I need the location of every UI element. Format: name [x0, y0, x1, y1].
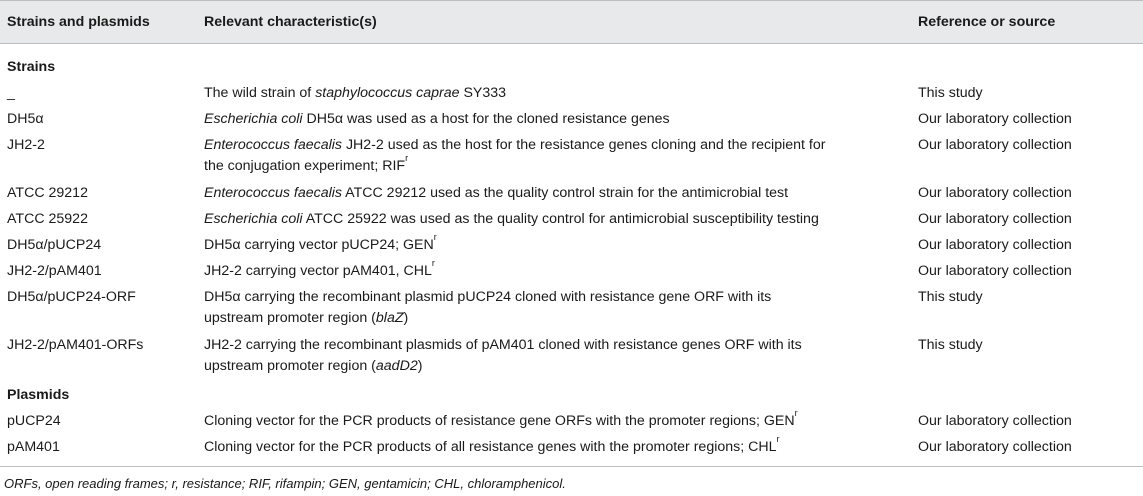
row-name: _ [7, 85, 15, 101]
row-description: Enterococcus faecalis JH2-2 used as the … [204, 137, 826, 153]
row-description: Cloning vector for the PCR products of a… [204, 434, 780, 456]
row-description: JH2-2 carrying vector pAM401, CHLr [204, 258, 435, 280]
row-description: Enterococcus faecalis ATCC 29212 used as… [204, 185, 789, 201]
header-strains-plasmids: Strains and plasmids [7, 14, 150, 30]
section-plasmids: Plasmids [7, 387, 70, 403]
row-name: JH2-2/pAM401 [7, 263, 102, 279]
header-characteristics: Relevant characteristic(s) [204, 14, 377, 30]
header-reference: Reference or source [918, 14, 1056, 30]
row-source: Our laboratory collection [918, 137, 1072, 153]
row-description: DH5α carrying the recombinant plasmid pU… [204, 289, 772, 305]
row-name: DH5α/pUCP24 [7, 237, 102, 253]
row-name: pAM401 [7, 439, 60, 455]
row-source: Our laboratory collection [918, 237, 1072, 253]
row-source: Our laboratory collection [918, 211, 1072, 227]
row-source: This study [918, 85, 983, 101]
row-name: JH2-2/pAM401-ORFs [7, 337, 144, 353]
row-name: DH5α/pUCP24-ORF [7, 289, 136, 305]
row-name: JH2-2 [7, 137, 45, 153]
section-strains: Strains [7, 59, 56, 75]
row-description: Escherichia coli DH5α was used as a host… [204, 111, 670, 127]
row-description-line2: upstream promoter region (aadD2) [204, 358, 423, 374]
row-source: Our laboratory collection [918, 439, 1072, 455]
row-source: Our laboratory collection [918, 185, 1072, 201]
table-bottom-rule [0, 466, 1143, 467]
row-description: Cloning vector for the PCR products of r… [204, 408, 798, 430]
row-source: Our laboratory collection [918, 111, 1072, 127]
row-description: The wild strain of staphylococcus caprae… [204, 85, 507, 101]
row-description: DH5α carrying vector pUCP24; GENr [204, 232, 437, 254]
row-description-line2: upstream promoter region (blaZ) [204, 310, 409, 326]
table-header: Strains and plasmids Relevant characteri… [0, 0, 1143, 44]
row-description: Escherichia coli ATCC 25922 was used as … [204, 211, 819, 227]
row-name: pUCP24 [7, 413, 61, 429]
row-source: This study [918, 289, 983, 305]
row-name: ATCC 25922 [7, 211, 88, 227]
row-source: Our laboratory collection [918, 263, 1072, 279]
row-name: DH5α [7, 111, 44, 127]
row-source: Our laboratory collection [918, 413, 1072, 429]
row-name: ATCC 29212 [7, 185, 88, 201]
table-footnote: ORFs, open reading frames; r, resistance… [4, 476, 566, 491]
row-description-line2: the conjugation experiment; RIFr [204, 153, 409, 175]
row-description: JH2-2 carrying the recombinant plasmids … [204, 337, 802, 353]
row-source: This study [918, 337, 983, 353]
